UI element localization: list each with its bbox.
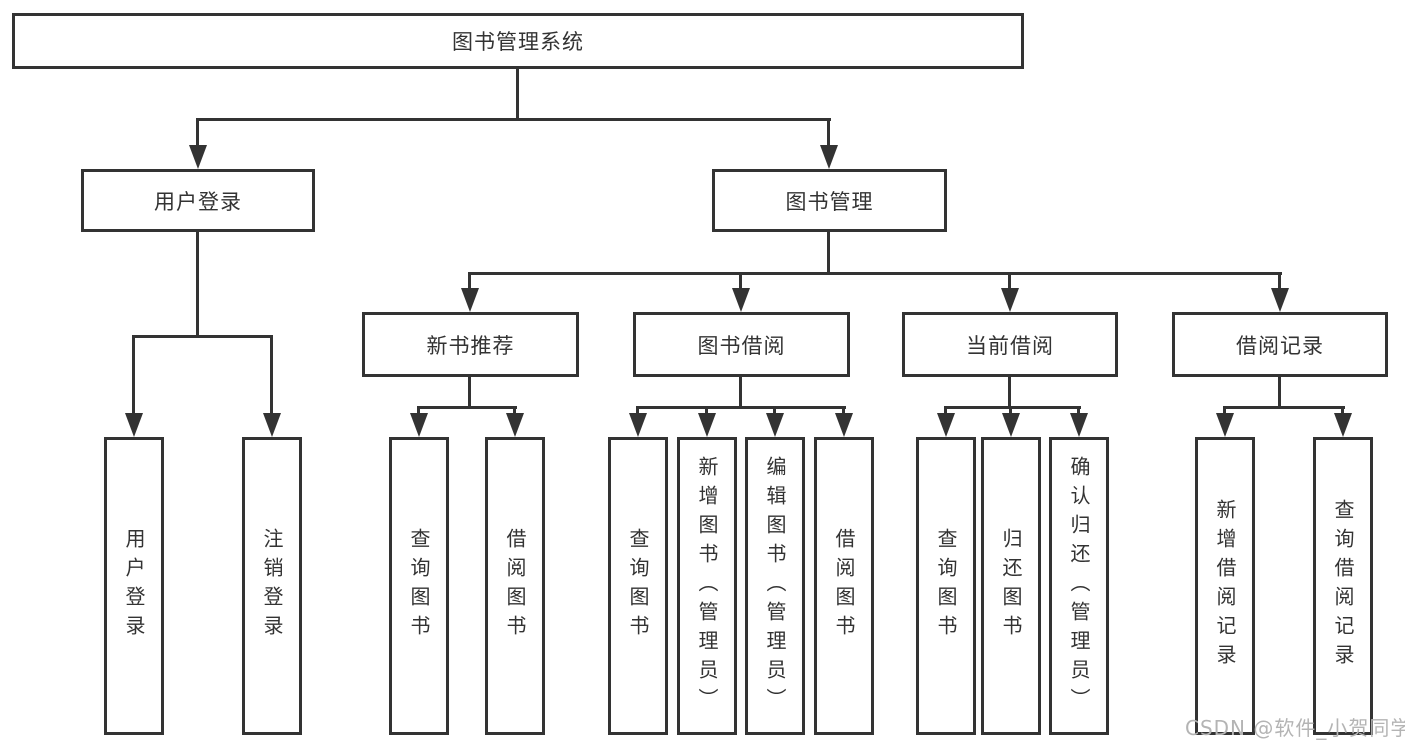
connector-vline [468, 272, 471, 290]
node-new-book-recommendation-label: 新书推荐 [426, 333, 515, 358]
connector-hline [1223, 406, 1345, 409]
node-current-borrowing-label: 当前借阅 [966, 333, 1054, 358]
connector-vline [270, 335, 273, 415]
connector-vline [705, 406, 708, 416]
connector-arrowhead [732, 288, 750, 312]
connector-arrowhead [835, 413, 853, 437]
connector-vline [1008, 272, 1011, 290]
connector-arrowhead [1070, 413, 1088, 437]
connector-arrowhead [766, 413, 784, 437]
leaf-query-books-current-label: 查询图书 [934, 528, 958, 644]
leaf-return-books-label: 归还图书 [999, 528, 1023, 644]
leaf-query-books-borrowing: 查询图书 [608, 437, 668, 735]
leaf-confirm-return-admin: 确认归还（管理员） [1049, 437, 1109, 735]
connector-arrowhead [125, 413, 143, 437]
leaf-query-books-current: 查询图书 [916, 437, 976, 735]
connector-vline [417, 406, 420, 416]
leaf-add-borrow-record-label: 新增借阅记录 [1213, 499, 1237, 673]
leaf-return-books: 归还图书 [981, 437, 1041, 735]
leaf-borrow-books-recommend: 借阅图书 [485, 437, 545, 735]
watermark-text: CSDN @软件_小贺同学 [1185, 716, 1405, 740]
leaf-query-books-recommend-label: 查询图书 [407, 528, 431, 644]
connector-vline [827, 232, 830, 272]
leaf-user-login: 用户登录 [104, 437, 164, 735]
connector-vline [773, 406, 776, 416]
connector-vline [468, 377, 471, 406]
connector-hline [417, 406, 517, 409]
connector-vline [739, 272, 742, 290]
node-book-borrowing: 图书借阅 [633, 312, 850, 377]
connector-vline [516, 69, 519, 118]
connector-arrowhead [1001, 288, 1019, 312]
connector-arrowhead [698, 413, 716, 437]
leaf-add-book-admin-label: 新增图书（管理员） [695, 455, 719, 717]
connector-vline [1009, 406, 1012, 416]
leaf-confirm-return-admin-label: 确认归还（管理员） [1067, 455, 1091, 717]
connector-vline [1341, 406, 1344, 416]
node-book-management-label: 图书管理 [785, 189, 874, 214]
leaf-borrow-books-borrowing: 借阅图书 [814, 437, 874, 735]
leaf-edit-book-admin: 编辑图书（管理员） [745, 437, 805, 735]
leaf-add-book-admin: 新增图书（管理员） [677, 437, 737, 735]
connector-vline [739, 377, 742, 406]
connector-hline [636, 406, 846, 409]
connector-vline [196, 118, 199, 147]
connector-arrowhead [189, 145, 207, 169]
connector-vline [842, 406, 845, 416]
leaf-query-borrow-record: 查询借阅记录 [1313, 437, 1373, 735]
node-library-system: 图书管理系统 [12, 13, 1024, 69]
connector-arrowhead [629, 413, 647, 437]
connector-vline [132, 335, 135, 415]
connector-hline [944, 406, 1081, 409]
connector-arrowhead [1002, 413, 1020, 437]
node-current-borrowing: 当前借阅 [902, 312, 1118, 377]
leaf-user-login-label: 用户登录 [122, 528, 146, 644]
node-library-system-label: 图书管理系统 [452, 30, 584, 54]
connector-vline [1278, 377, 1281, 406]
connector-hline [468, 272, 1282, 275]
node-book-borrowing-label: 图书借阅 [697, 333, 786, 358]
connector-vline [1077, 406, 1080, 416]
connector-arrowhead [820, 145, 838, 169]
leaf-edit-book-admin-label: 编辑图书（管理员） [763, 455, 787, 717]
connector-vline [1008, 377, 1011, 406]
connector-vline [827, 118, 830, 147]
connector-arrowhead [1271, 288, 1289, 312]
node-borrowing-records: 借阅记录 [1172, 312, 1388, 377]
leaf-add-borrow-record: 新增借阅记录 [1195, 437, 1255, 735]
connector-arrowhead [410, 413, 428, 437]
leaf-logout-login-label: 注销登录 [260, 528, 284, 644]
connector-hline [132, 335, 273, 338]
connector-arrowhead [937, 413, 955, 437]
connector-vline [1278, 272, 1281, 290]
leaf-query-books-recommend: 查询图书 [389, 437, 449, 735]
connector-vline [636, 406, 639, 416]
leaf-borrow-books-borrowing-label: 借阅图书 [832, 528, 856, 644]
connector-vline [944, 406, 947, 416]
connector-arrowhead [263, 413, 281, 437]
connector-vline [196, 232, 199, 335]
leaf-logout-login: 注销登录 [242, 437, 302, 735]
leaf-borrow-books-recommend-label: 借阅图书 [503, 528, 527, 644]
connector-arrowhead [506, 413, 524, 437]
leaf-query-books-borrowing-label: 查询图书 [626, 528, 650, 644]
connector-hline [197, 118, 831, 121]
node-user-login: 用户登录 [81, 169, 315, 232]
node-user-login-label: 用户登录 [154, 189, 242, 214]
connector-arrowhead [461, 288, 479, 312]
node-borrowing-records-label: 借阅记录 [1236, 333, 1324, 358]
node-book-management: 图书管理 [712, 169, 947, 232]
leaf-query-borrow-record-label: 查询借阅记录 [1331, 499, 1355, 673]
connector-vline [1223, 406, 1226, 416]
node-new-book-recommendation: 新书推荐 [362, 312, 579, 377]
connector-arrowhead [1216, 413, 1234, 437]
connector-arrowhead [1334, 413, 1352, 437]
connector-vline [513, 406, 516, 416]
